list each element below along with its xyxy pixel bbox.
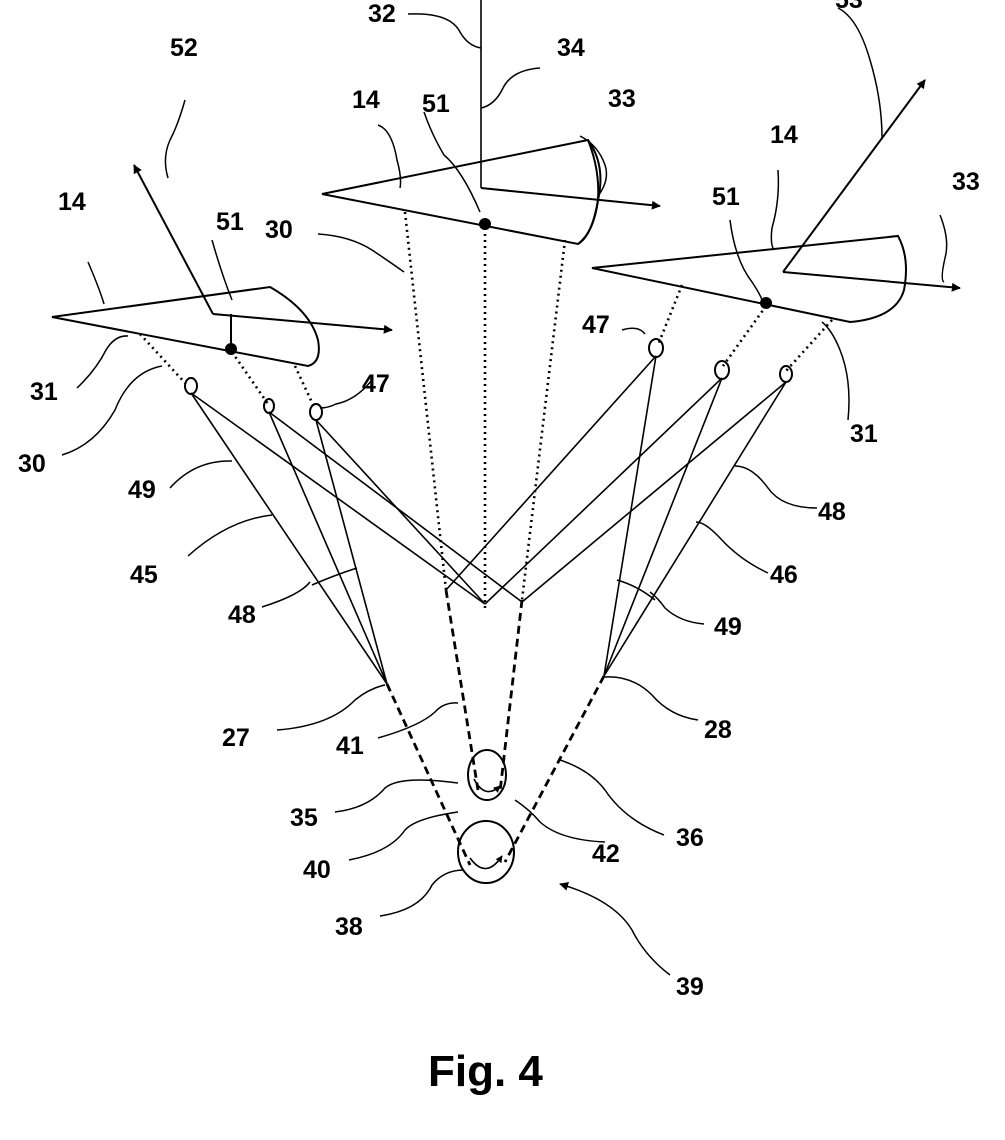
label-32: 32 [368,0,396,28]
winch-lower [458,821,514,883]
label-30-center: 30 [265,216,293,244]
label-14-left: 14 [58,188,86,216]
label-48-right: 48 [818,498,846,526]
label-31-left: 31 [30,378,58,406]
label-51-left: 51 [216,208,244,236]
label-36: 36 [676,824,704,852]
label-48-left: 48 [228,601,256,629]
label-39: 39 [676,973,704,1001]
label-51-center: 51 [422,90,450,118]
label-38: 38 [335,913,363,941]
label-53: 53 [835,0,863,14]
label-41: 41 [336,732,364,760]
kite-right [592,80,960,322]
kite-left [52,165,392,366]
label-49-left: 49 [128,476,156,504]
kite-left-attachment-point [225,343,237,355]
label-33-center: 33 [608,85,636,113]
label-46: 46 [770,561,798,589]
label-14-right: 14 [770,121,798,149]
steering-lines [191,356,786,684]
kite-center [322,140,660,244]
label-42: 42 [592,840,620,868]
label-45: 45 [130,561,158,589]
label-40: 40 [303,856,331,884]
label-33-right: 33 [952,168,980,196]
label-52: 52 [170,34,198,62]
label-51-right: 51 [712,183,740,211]
winch-upper [468,750,506,800]
label-31-right: 31 [850,420,878,448]
label-27: 27 [222,724,250,752]
figure-caption: Fig. 4 [428,1047,543,1096]
bridle-rings [185,339,792,420]
label-14-center: 14 [352,86,380,114]
reference-labels: 32 34 53 52 14 51 33 14 51 33 14 51 30 4… [18,0,980,1001]
label-49-right: 49 [714,613,742,641]
label-47-left: 47 [362,370,390,398]
bridle-lines-dotted [140,212,832,610]
label-28: 28 [704,716,732,744]
label-47-right: 47 [582,311,610,339]
label-35: 35 [290,804,318,832]
label-30-left: 30 [18,450,46,478]
label-34: 34 [557,34,585,62]
